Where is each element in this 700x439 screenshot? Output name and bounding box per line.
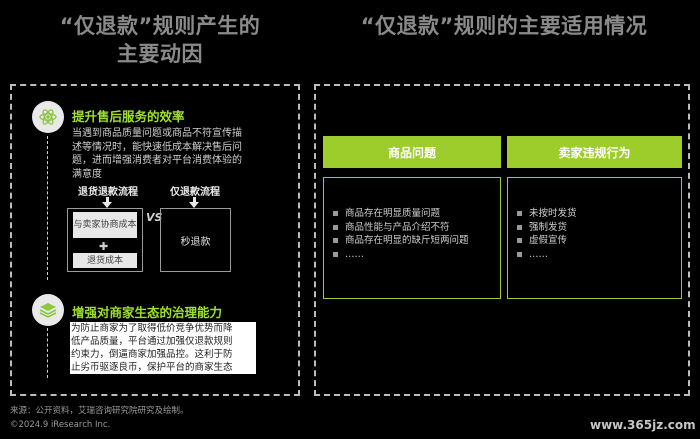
- section2-body-line: 约束力，倒逼商家加强品控。这利于防: [70, 348, 256, 361]
- flow-left-arrow: [102, 197, 112, 208]
- return-refund-flow-box: [67, 208, 143, 272]
- copyright: ©2024.9 iResearch Inc.: [10, 420, 111, 430]
- section1-title: 提升售后服务的效率: [72, 109, 185, 124]
- flow-step-return-cost: 退货成本: [73, 253, 137, 268]
- flow-right-label: 仅退款流程: [170, 187, 220, 198]
- section2-body-line: 为防止商家为了取得低价竞争优势而降: [70, 322, 256, 335]
- right-title: “仅退款”规则的主要适用情况: [360, 14, 648, 38]
- section2-body-line: 止劣币驱逐良币，保护平台的商家生态: [70, 361, 256, 374]
- list-item: 强制发货: [517, 221, 577, 235]
- flow-right-arrow: [189, 197, 199, 208]
- watermark: www.365jz.com: [590, 418, 696, 432]
- col1-list: 商品存在明显质量问题 商品性能与产品介绍不符 商品存在明显的缺斤短两问题 ……: [333, 207, 469, 261]
- section1-connector: [47, 136, 48, 280]
- layers-icon: [32, 294, 64, 326]
- flow-step-negotiate: 与卖家协商成本: [73, 212, 137, 238]
- list-item: ……: [517, 248, 577, 262]
- section2-body-line: 低产品质量，平台通过加强仅退款规则: [70, 335, 256, 348]
- section1-body: 当遇到商品质量问题或商品不符宣传描述等情况时，能快速低成本解决售后问题，进而增强…: [72, 128, 242, 180]
- instant-refund-box: 秒退款: [160, 208, 231, 272]
- list-item: ……: [333, 248, 469, 262]
- list-item: 商品存在明显的缺斤短两问题: [333, 234, 469, 248]
- list-item: 虚假宣传: [517, 234, 577, 248]
- section2-body: 为防止商家为了取得低价竞争优势而降 低产品质量，平台通过加强仅退款规则 约束力，…: [70, 322, 256, 374]
- col2-list: 未按时发货 强制发货 虚假宣传 ……: [517, 207, 577, 261]
- col1-box: [323, 177, 501, 299]
- source-note: 来源：公开资料，艾瑞咨询研究院研究及绘制。: [10, 406, 189, 416]
- list-item: 商品性能与产品介绍不符: [333, 221, 469, 235]
- col2-header: 卖家违规行为: [507, 136, 682, 168]
- left-panel: [10, 84, 300, 396]
- left-title: “仅退款”规则产生的 主要动因: [10, 12, 310, 68]
- plus-icon: ✚: [99, 240, 109, 253]
- col1-header: 商品问题: [323, 136, 501, 168]
- list-item: 商品存在明显质量问题: [333, 207, 469, 221]
- left-title-line2: 主要动因: [117, 42, 203, 66]
- section2-title: 增强对商家生态的治理能力: [72, 305, 223, 320]
- flow-left-label: 退货退款流程: [78, 187, 138, 198]
- list-item: 未按时发货: [517, 207, 577, 221]
- col2-box: [507, 177, 682, 299]
- section2-connector: [47, 328, 48, 378]
- atom-icon: [32, 101, 64, 133]
- left-title-line1: “仅退款”规则产生的: [59, 14, 261, 38]
- right-panel: [314, 84, 690, 396]
- vs-label: VS: [146, 211, 163, 224]
